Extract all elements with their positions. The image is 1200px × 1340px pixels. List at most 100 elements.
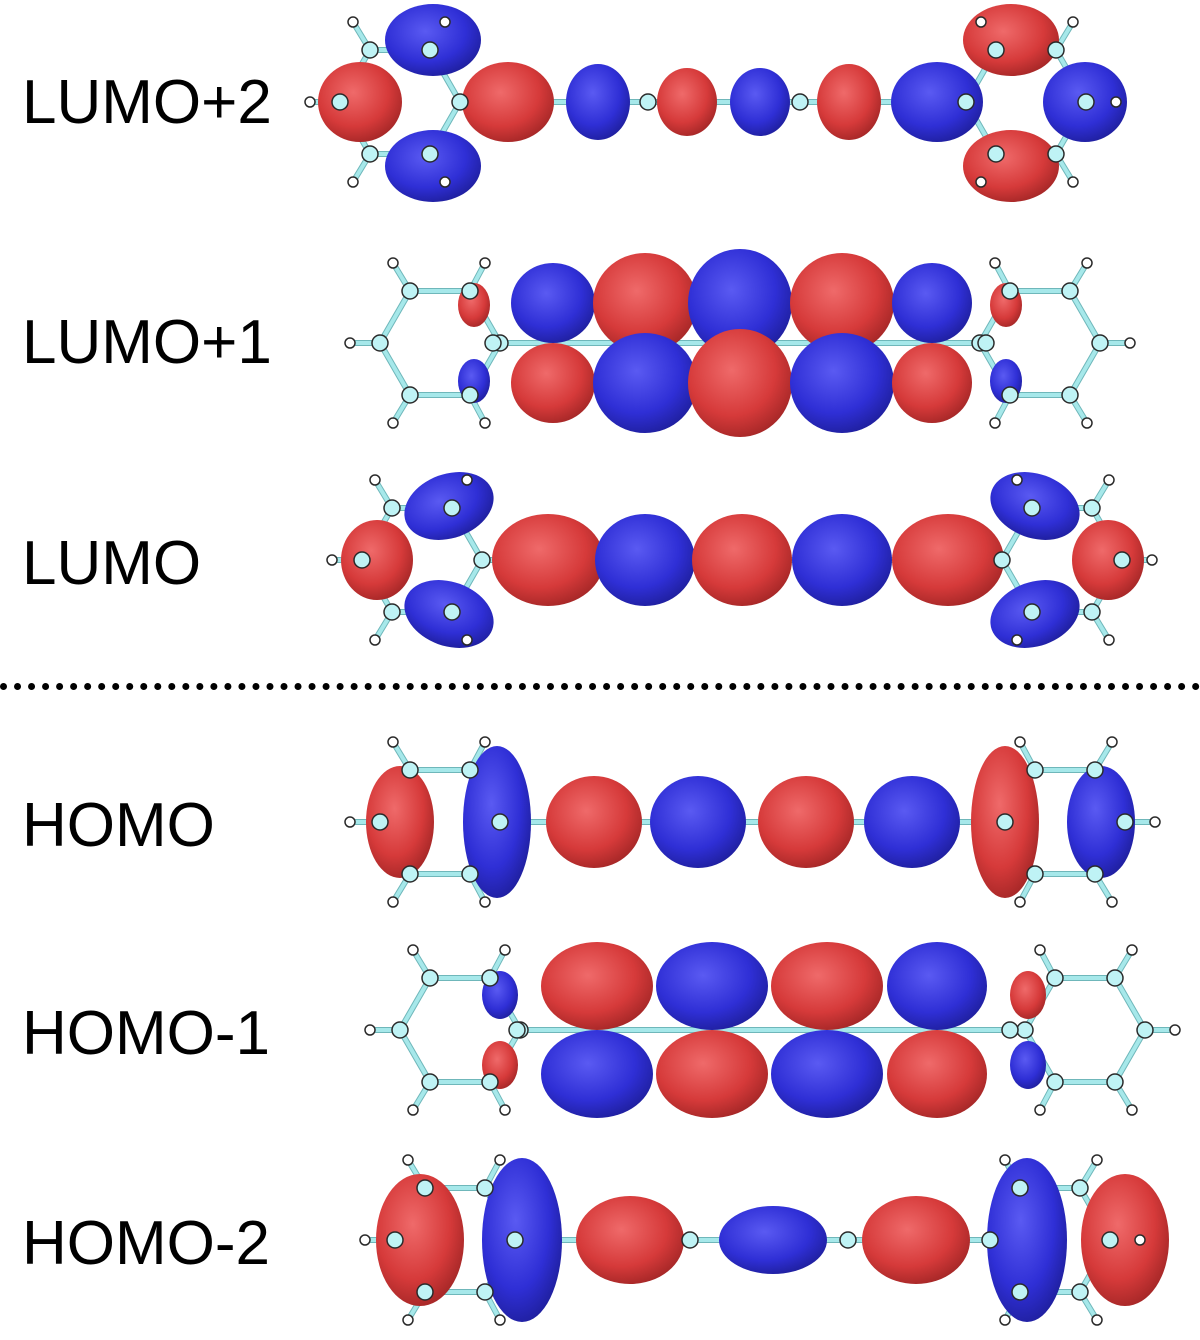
carbon-atom xyxy=(391,1021,409,1039)
negative-lobe xyxy=(656,942,768,1030)
carbon-atom xyxy=(443,603,461,621)
hydrogen-atom xyxy=(439,16,451,28)
carbon-atom xyxy=(461,761,479,779)
hydrogen-atom xyxy=(387,417,399,429)
carbon-atom xyxy=(1136,1021,1154,1039)
hydrogen-atom xyxy=(407,944,419,956)
carbon-atom xyxy=(993,551,1011,569)
carbon-atom xyxy=(839,1231,857,1249)
negative-lobe xyxy=(541,1030,653,1118)
hydrogen-atom xyxy=(1126,944,1138,956)
carbon-atom xyxy=(1077,93,1095,111)
positive-lobe xyxy=(462,62,554,142)
hydrogen-atom xyxy=(989,257,1001,269)
hydrogen-atom xyxy=(387,736,399,748)
orbital-label-homo: HOMO xyxy=(22,791,215,860)
negative-lobe xyxy=(864,776,960,868)
positive-lobe xyxy=(892,343,972,423)
hydrogen-atom xyxy=(304,96,316,108)
carbon-atom xyxy=(383,499,401,517)
carbon-atom xyxy=(1086,865,1104,883)
hydrogen-atom xyxy=(1169,1024,1181,1036)
carbon-atom xyxy=(401,761,419,779)
positive-lobe xyxy=(887,1030,987,1118)
carbon-atom xyxy=(401,386,419,404)
positive-lobe xyxy=(492,514,604,606)
hydrogen-atom xyxy=(439,176,451,188)
negative-lobe xyxy=(792,514,892,606)
hydrogen-atom xyxy=(369,634,381,646)
positive-lobe xyxy=(771,942,883,1030)
carbon-atom xyxy=(371,334,389,352)
hydrogen-atom xyxy=(975,176,987,188)
orbital-label-homo-minus-1: HOMO-1 xyxy=(22,999,270,1068)
carbon-atom xyxy=(1001,386,1019,404)
carbon-atom xyxy=(386,1231,404,1249)
hydrogen-atom xyxy=(347,16,359,28)
carbon-atom xyxy=(1106,1073,1124,1091)
hydrogen-atom xyxy=(1146,554,1158,566)
carbon-atom xyxy=(421,41,439,59)
bond xyxy=(1068,341,1102,397)
hydrogen-atom xyxy=(344,337,356,349)
carbon-atom xyxy=(1026,865,1044,883)
positive-lobe xyxy=(376,1174,464,1306)
hydrogen-atom xyxy=(1014,736,1026,748)
carbon-atom xyxy=(1086,761,1104,779)
positive-lobe xyxy=(790,253,894,353)
homo-lumo-gap-separator xyxy=(0,683,1200,690)
carbon-atom xyxy=(473,551,491,569)
carbon-atom xyxy=(371,813,389,831)
hydrogen-atom xyxy=(1103,474,1115,486)
hydrogen-atom xyxy=(1014,896,1026,908)
carbon-atom xyxy=(791,93,809,111)
hydrogen-atom xyxy=(369,474,381,486)
carbon-atom xyxy=(361,145,379,163)
carbon-atom xyxy=(977,334,995,352)
hydrogen-atom xyxy=(499,944,511,956)
positive-lobe xyxy=(541,942,653,1030)
carbon-atom xyxy=(443,499,461,517)
carbon-atom xyxy=(1101,1231,1119,1249)
hydrogen-atom xyxy=(1067,176,1079,188)
hydrogen-atom xyxy=(494,1154,506,1166)
negative-lobe xyxy=(730,68,790,136)
hydrogen-atom xyxy=(402,1314,414,1326)
bond xyxy=(398,1028,432,1084)
positive-lobe xyxy=(341,520,413,600)
carbon-atom xyxy=(1071,1179,1089,1197)
carbon-atom xyxy=(1106,969,1124,987)
carbon-atom xyxy=(1023,603,1041,621)
hydrogen-atom xyxy=(326,554,338,566)
hydrogen-atom xyxy=(387,257,399,269)
negative-lobe xyxy=(892,263,972,343)
hydrogen-atom xyxy=(1103,634,1115,646)
negative-lobe xyxy=(771,1030,883,1118)
positive-lobe xyxy=(657,68,717,136)
hydrogen-atom xyxy=(1106,896,1118,908)
carbon-atom xyxy=(401,865,419,883)
lobe-layer xyxy=(318,4,1169,1322)
carbon-atom xyxy=(1083,499,1101,517)
carbon-atom xyxy=(481,1073,499,1091)
positive-lobe xyxy=(692,514,792,606)
carbon-atom xyxy=(1061,282,1079,300)
hydrogen-atom xyxy=(1011,634,1023,646)
negative-lobe xyxy=(688,249,792,357)
carbon-atom xyxy=(1001,282,1019,300)
carbon-atom xyxy=(481,969,499,987)
hydrogen-atom xyxy=(1134,1234,1146,1246)
hydrogen-atom xyxy=(999,1314,1011,1326)
hydrogen-atom xyxy=(999,1154,1011,1166)
carbon-atom xyxy=(987,41,1005,59)
hydrogen-atom xyxy=(1034,944,1046,956)
bond xyxy=(1113,976,1147,1032)
carbon-atom xyxy=(987,145,1005,163)
carbon-atom xyxy=(1011,1179,1029,1197)
carbon-atom xyxy=(361,41,379,59)
carbon-atom xyxy=(981,1231,999,1249)
carbon-atom xyxy=(416,1283,434,1301)
negative-lobe xyxy=(566,64,630,140)
hydrogen-atom xyxy=(364,1024,376,1036)
